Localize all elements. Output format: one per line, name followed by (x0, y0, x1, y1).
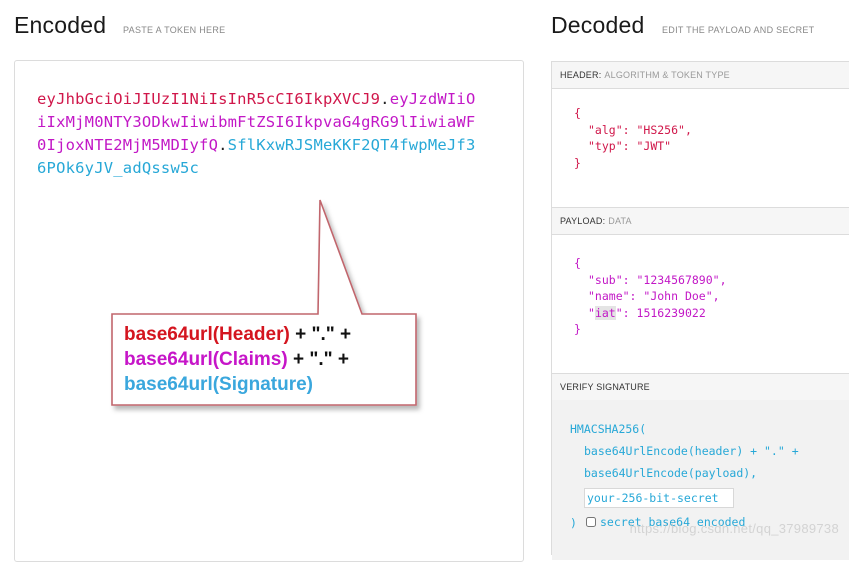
token-signature-part: SflKxwRJSMeKKF2QT4fwpMeJf36POk6yJV_adQss… (37, 136, 476, 177)
alg-key: "alg" (588, 122, 623, 137)
callout-text: base64url(Header) + "." + base64url(Clai… (124, 322, 414, 397)
secret-input[interactable] (584, 488, 734, 508)
callout-line-claims: base64url(Claims) + "." + (124, 347, 414, 372)
token-dot-2: . (218, 136, 228, 154)
verify-signature-section: VERIFY SIGNATURE HMACSHA256( base64UrlEn… (551, 373, 849, 560)
sub-value: "1234567890" (636, 272, 720, 287)
encoded-title: Encoded (14, 12, 107, 38)
name-key: "name" (588, 289, 630, 303)
typ-key: "typ" (588, 139, 623, 153)
iat-value: 1516239022 (636, 305, 706, 320)
secret-base64-checkbox[interactable] (586, 517, 596, 527)
callout-signature-label: base64url(Signature) (124, 374, 313, 395)
verify-signature-body: HMACSHA256( base64UrlEncode(header) + ".… (552, 400, 849, 560)
callout-line-header: base64url(Header) + "." + (124, 322, 414, 347)
encoded-token-text[interactable]: eyJhbGciOiJIUzI1NiIsInR5cCI6IkpXVCJ9.eyJ… (37, 88, 477, 180)
payload-encode-line: base64UrlEncode(payload), (584, 466, 758, 480)
callout-line-signature: base64url(Signature) (124, 372, 414, 397)
token-header-part: eyJhbGciOiJIUzI1NiIsInR5cCI6IkpXVCJ9 (37, 90, 381, 108)
payload-iat-line: "iat": 1516239022 (588, 305, 706, 320)
header-alg-line: "alg": "HS256", (588, 122, 692, 137)
header-close-brace: } (574, 155, 581, 170)
sub-key: "sub" (588, 272, 623, 287)
header-sublabel: ALGORITHM & TOKEN TYPE (604, 70, 730, 80)
header-label: HEADER: (560, 70, 602, 80)
callout-joiner-2: + "." + (287, 349, 350, 370)
name-value: "John Doe" (643, 289, 713, 303)
iat-key-highlighted: iat (594, 305, 616, 320)
payload-label: PAYLOAD: (560, 216, 606, 226)
decoded-title: Decoded (551, 12, 645, 38)
token-payload-part: eyJzdWIiOiIxMjM0NTY3ODkwIiwibmFtZSI6Ikpv… (37, 90, 476, 154)
alg-value: "HS256" (636, 122, 685, 137)
watermark-text: https://blog.csdn.net/qq_37989738 (629, 521, 839, 536)
decoded-header-section: HEADER:ALGORITHM & TOKEN TYPE { "alg": "… (551, 61, 849, 209)
payload-sub-line: "sub": "1234567890", (588, 272, 727, 287)
decoded-payload-section: PAYLOAD:DATA { "sub": "1234567890", "nam… (551, 207, 849, 375)
hmac-close-paren: ) (570, 516, 577, 530)
verify-section-title: VERIFY SIGNATURE (552, 374, 849, 401)
payload-open-brace: { (574, 256, 581, 270)
encoded-subtitle: PASTE A TOKEN HERE (123, 25, 226, 35)
iat-quote-close: " (615, 305, 623, 320)
header-open-brace: { (574, 106, 581, 120)
hmac-line: HMACSHA256( (570, 422, 647, 436)
header-encode-line: base64UrlEncode(header) + "." + (584, 444, 799, 458)
typ-value: "JWT" (636, 139, 672, 153)
payload-close-brace: } (574, 322, 581, 336)
payload-section-title: PAYLOAD:DATA (552, 208, 849, 235)
decoded-subtitle: EDIT THE PAYLOAD AND SECRET (662, 25, 815, 35)
encoded-token-panel[interactable]: eyJhbGciOiJIUzI1NiIsInR5cCI6IkpXVCJ9.eyJ… (14, 60, 524, 562)
secret-base64-label[interactable]: secret base64 encoded (600, 515, 746, 529)
callout-header-label: base64url(Header) (124, 324, 290, 345)
payload-sublabel: DATA (608, 216, 632, 226)
header-typ-line: "typ": "JWT" (588, 139, 672, 153)
token-dot-1: . (380, 90, 390, 108)
iat-quote-open: " (588, 305, 595, 320)
payload-name-line: "name": "John Doe", (588, 289, 720, 303)
callout-claims-label: base64url(Claims) (124, 349, 288, 370)
header-section-title: HEADER:ALGORITHM & TOKEN TYPE (552, 62, 849, 89)
callout-joiner-1: + "." + (289, 324, 352, 345)
